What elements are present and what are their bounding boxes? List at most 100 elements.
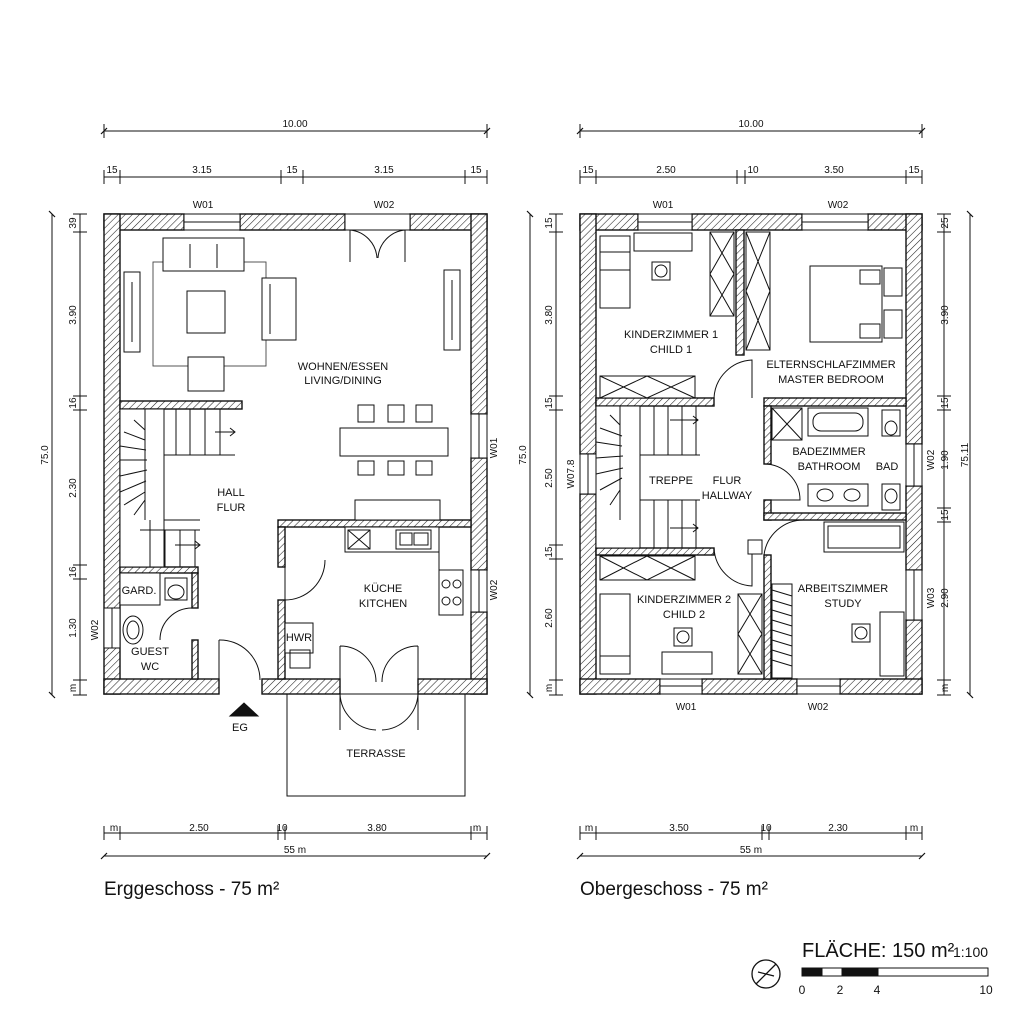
upper-dim-left-c: 2.50 [544,468,555,488]
upper-window-w01-top: W01 [653,200,674,211]
ground-dim-bottom-b: 2.50 [189,823,209,834]
label-child1-en: CHILD 1 [650,344,692,356]
ground-staircase [119,408,236,568]
legend-area-label: FLÄCHE: 150 m² [802,940,955,962]
upper-dim-bottom-c: 10 [760,823,772,834]
upper-dim-right-b: 15 [940,397,951,409]
upper-dim-bottom-total: 55 m [740,845,762,856]
label-kitchen-en: KITCHEN [359,598,407,610]
ground-dim-seg4: 3.15 [374,165,394,176]
ground-dim-seg3: 15 [286,165,298,176]
label-kitchen-de: KÜCHE [364,583,403,595]
upper-dim-left-total: 75.0 [518,445,529,465]
ground-dim-seg1: 15 [106,165,118,176]
ground-dim-seg2: 3.15 [192,165,212,176]
upper-dim-right-a: 3.90 [940,305,951,325]
ground-dim-left-g: 39 [68,217,79,229]
child2-furniture [599,555,763,675]
legend-scale: 1:100 [953,944,988,960]
upper-dim-bottom-e: m [910,823,918,834]
upper-dimension-bottom [576,826,926,860]
label-terrace: TERRASSE [346,748,405,760]
label-bad: BAD [876,461,899,473]
ground-window-w02-left: W02 [90,619,101,640]
upper-window-w03-right: W03 [926,587,937,608]
label-child2-en: CHILD 2 [663,609,705,621]
ground-terrace [286,693,466,797]
upper-dim-seg3: 10 [747,165,759,176]
ground-floor-plan: 10.00 15 3.15 15 3.15 15 75.0 39 3.90 16… [40,119,500,900]
upper-dim-right-d: 15 [940,509,951,521]
upper-dim-left-e: 2.60 [544,608,555,628]
label-master-de: ELTERNSCHLAFZIMMER [766,359,895,371]
upper-staircase [595,405,700,549]
ground-dim-left-f: m [68,684,79,692]
label-hall-en: HALL [217,487,245,499]
ground-dim-left-b: 16 [68,397,79,409]
upper-hallway-doors [713,359,805,587]
label-entrance: EG [232,722,248,734]
ground-kitchen [284,526,464,683]
ground-dim-left-a: 3.90 [68,305,79,325]
ground-dim-bottom-d: 3.80 [367,823,387,834]
label-hwr: HWR [286,632,312,644]
label-child1-de: KINDERZIMMER 1 [624,329,718,341]
upper-dim-seg5: 15 [908,165,920,176]
upper-floor-caption: Obergeschoss - 75 m² [580,879,768,900]
upper-dimension-left [526,210,563,699]
ground-window-w01-right: W01 [489,437,500,458]
ground-dim-left-d: 16 [68,566,79,578]
upper-dim-left-d: 15 [544,546,555,558]
upper-dim-seg4: 3.50 [824,165,844,176]
bathroom-fixtures [771,407,901,511]
ground-dim-seg5: 15 [470,165,482,176]
scale-bar [801,967,989,977]
scale-tick-2: 2 [837,983,844,997]
label-stairs: TREPPE [649,475,693,487]
ground-dim-left-e: 1.30 [68,618,79,638]
ground-living-furniture [123,237,461,521]
upper-dim-seg2: 2.50 [656,165,676,176]
ground-entrance-door [218,639,261,717]
upper-window-w02-bottom: W02 [808,702,829,713]
upper-dim-bottom-b: 3.50 [669,823,689,834]
upper-dim-left-f: m [544,684,555,692]
ground-window-w02-top: W02 [374,200,395,211]
upper-floor-plan: 10.00 15 2.50 10 3.50 15 75.0 15 3.80 15… [518,119,974,900]
label-bath-de: BADEZIMMER [792,446,865,458]
ground-dimension-top [100,124,491,184]
ground-windows [103,213,488,649]
ground-dim-bottom-a: m [110,823,118,834]
upper-window-w02-right: W02 [926,449,937,470]
label-child2-de: KINDERZIMMER 2 [637,594,731,606]
ground-window-w02-right: W02 [489,579,500,600]
upper-dim-right-f: m [940,684,951,692]
ground-walls [103,213,488,695]
upper-dim-right-c: 1.90 [940,450,951,470]
ground-dim-bottom-e: m [473,823,481,834]
ground-dimension-bottom [100,826,491,860]
label-bath-en: BATHROOM [798,461,861,473]
scale-tick-4: 4 [874,983,881,997]
upper-windows [579,213,923,695]
upper-dim-right-e: 2.90 [940,588,951,608]
upper-dimension-top [576,124,926,184]
upper-dim-right-g: 25 [940,217,951,229]
ground-dimension-left [48,210,87,699]
upper-dim-bottom-a: m [585,823,593,834]
ground-dim-left-total: 75.0 [40,445,51,465]
ground-dim-left-c: 2.30 [68,478,79,498]
master-furniture [745,231,903,351]
upper-dim-seg1: 15 [582,165,594,176]
upper-window-w01-bottom: W01 [676,702,697,713]
label-flur-de: FLUR [713,475,742,487]
label-living-de: WOHNEN/ESSEN [298,361,389,373]
label-flur-en: HALLWAY [702,490,753,502]
upper-dimension-right [937,210,974,699]
upper-dim-left-g: 15 [544,217,555,229]
label-gard: GARD. [122,585,157,597]
study-furniture [771,521,905,679]
ground-dim-total-top: 10.00 [282,119,307,130]
label-wc-2: WC [141,661,159,673]
